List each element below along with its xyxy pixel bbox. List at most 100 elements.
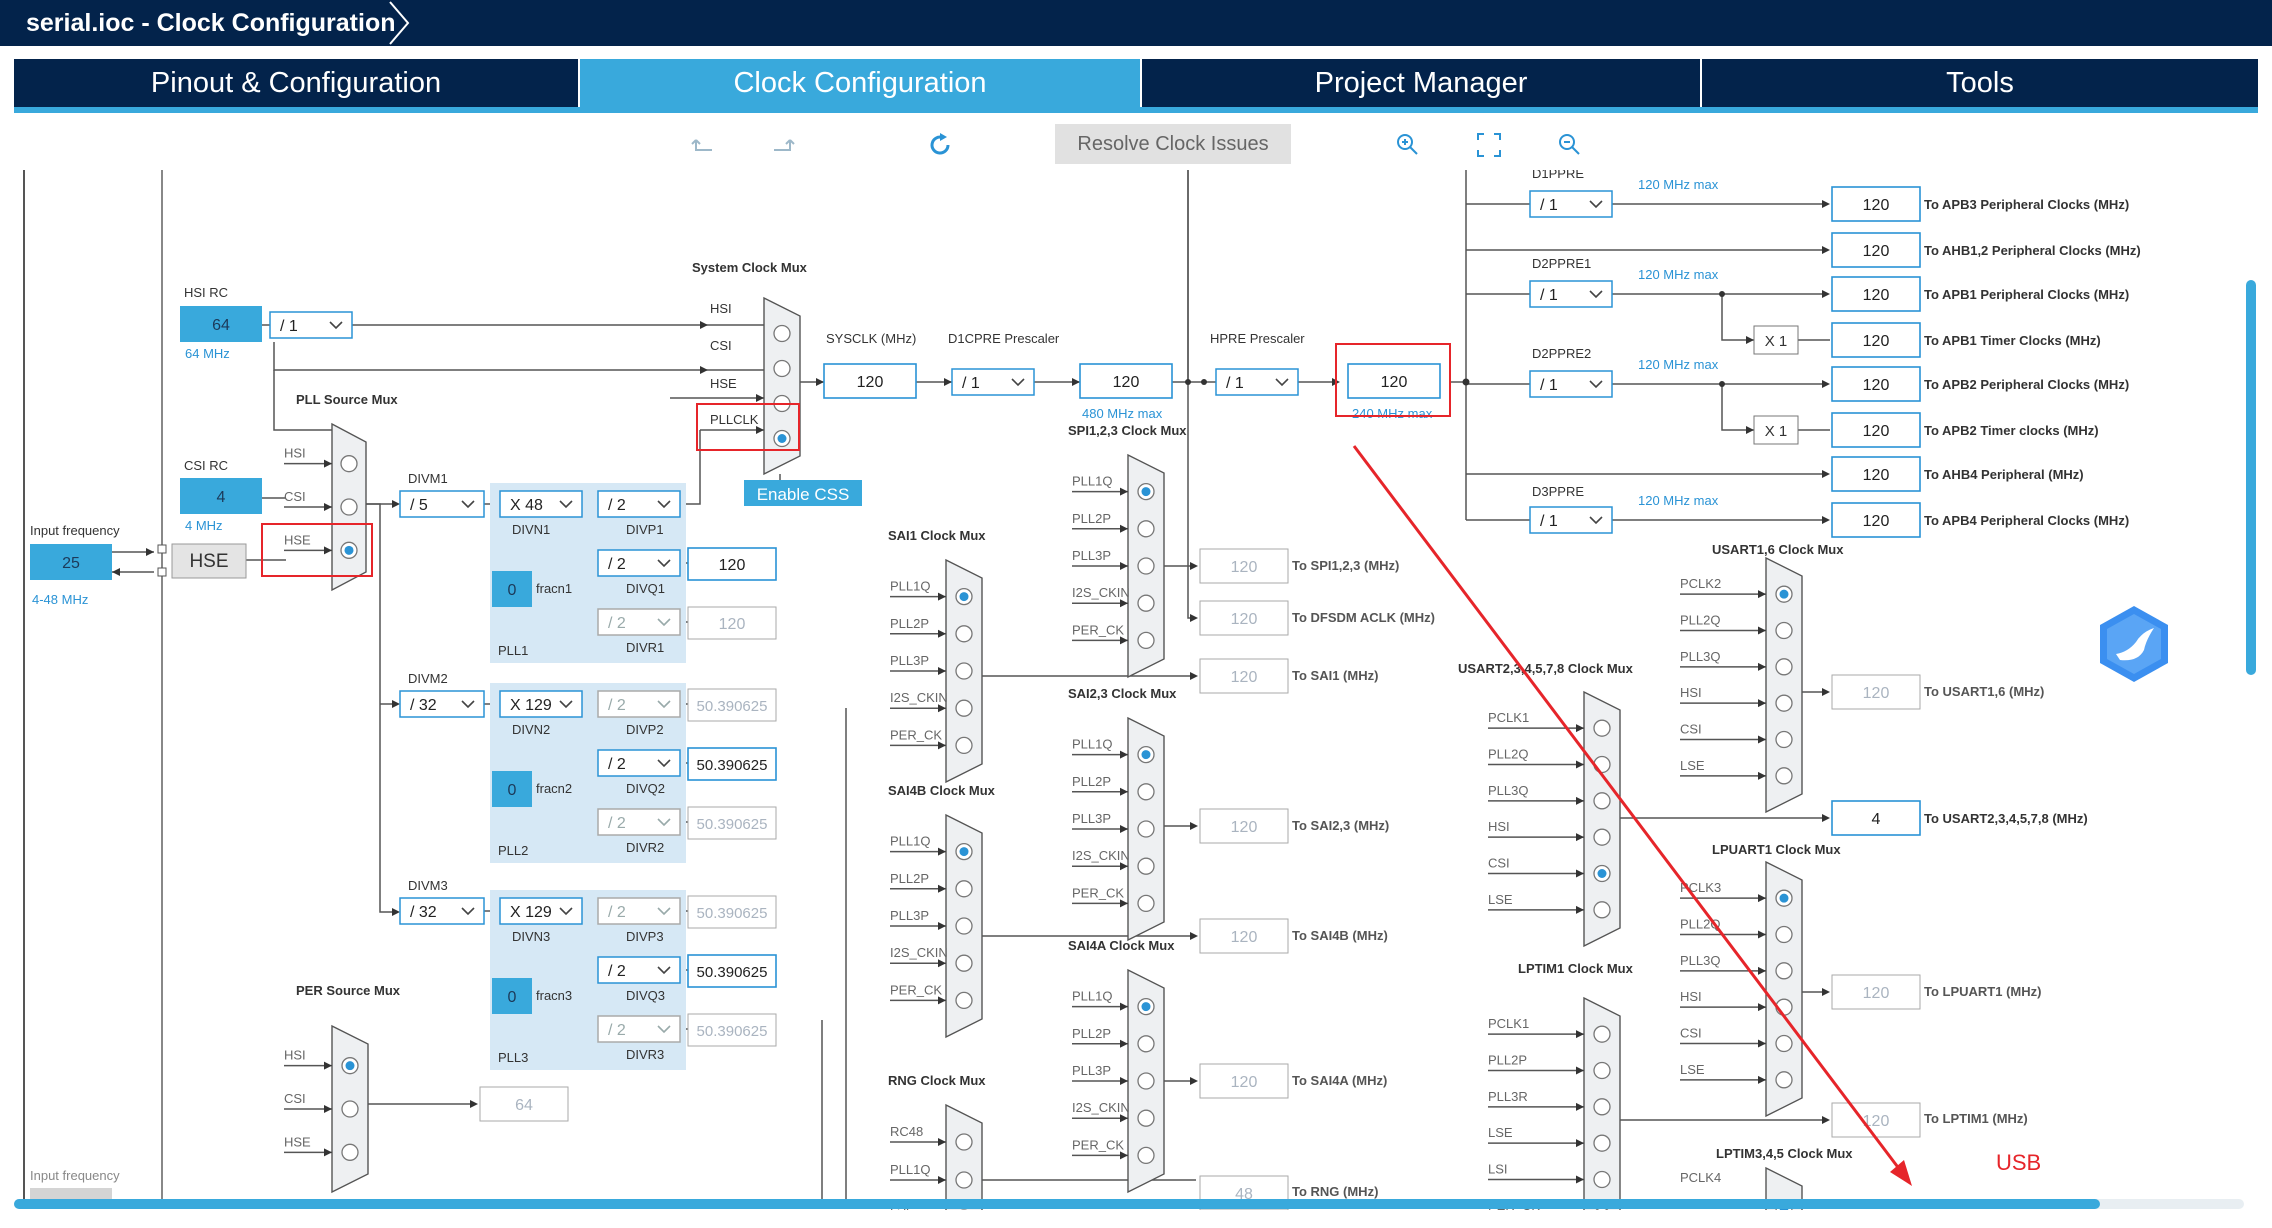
mux-radio[interactable] [1775, 1071, 1793, 1089]
csi-value-box[interactable] [180, 478, 262, 514]
undo-icon[interactable] [688, 130, 718, 160]
hsi-value-box[interactable] [180, 306, 262, 342]
mux-radio[interactable] [1137, 1072, 1155, 1090]
tab-pinout[interactable]: Pinout & Configuration [14, 59, 578, 107]
per-clock-output[interactable] [479, 1086, 569, 1122]
fit-screen-icon[interactable] [1474, 130, 1504, 160]
resolve-clock-issues-button[interactable]: Resolve Clock Issues [1055, 124, 1291, 164]
mux-radio[interactable] [1137, 1035, 1155, 1053]
mux-radio[interactable] [1593, 1098, 1611, 1116]
enable-css-button[interactable] [744, 480, 862, 506]
mux-radio[interactable] [1775, 767, 1793, 785]
divq1-output[interactable] [687, 547, 777, 581]
peripheral-clock-output[interactable] [1831, 412, 1921, 448]
mux-radio[interactable] [340, 455, 358, 473]
mux-radio[interactable] [773, 324, 791, 343]
mux-radio[interactable] [773, 359, 791, 378]
mux-radio[interactable] [1137, 1109, 1155, 1127]
sai23-output[interactable] [1199, 808, 1289, 844]
mux-radio[interactable] [955, 625, 973, 643]
mux-radio[interactable] [1593, 1134, 1611, 1152]
vertical-scrollbar[interactable] [2246, 280, 2256, 675]
mux-radio[interactable] [955, 736, 973, 755]
divr-output[interactable] [687, 806, 777, 840]
divp-output[interactable] [687, 895, 777, 929]
sai1-output[interactable] [1199, 658, 1289, 694]
mux-radio[interactable] [1593, 1170, 1611, 1189]
horizontal-scrollbar[interactable] [14, 1199, 2100, 1209]
usart2-output[interactable] [1831, 800, 1921, 836]
mux-radio[interactable] [1137, 783, 1155, 801]
hclk-value[interactable] [1347, 363, 1441, 399]
mux-radio[interactable] [955, 662, 973, 680]
fracn-box[interactable] [492, 978, 532, 1014]
divp-output[interactable] [687, 688, 777, 722]
peripheral-clock-output[interactable] [1831, 186, 1921, 222]
peripheral-clock-output[interactable] [1831, 502, 1921, 538]
divr1-output[interactable] [687, 606, 777, 640]
dfsdm-output[interactable] [1199, 600, 1289, 636]
peripheral-clock-output[interactable] [1831, 366, 1921, 402]
mux-radio[interactable] [1593, 792, 1611, 810]
peripheral-clock-output[interactable] [1831, 276, 1921, 312]
mux-radio[interactable] [955, 954, 973, 972]
cpu-clock-value[interactable] [1079, 363, 1173, 399]
mux-radio[interactable] [955, 699, 973, 717]
peripheral-clock-output[interactable] [1831, 322, 1921, 358]
mux-radio[interactable] [1137, 520, 1155, 538]
mux-radio[interactable] [1593, 1025, 1611, 1043]
mux-radio[interactable] [1593, 755, 1611, 774]
mux-radio[interactable] [1775, 658, 1793, 676]
peripheral-clock-output[interactable] [1831, 456, 1921, 492]
input-frequency-box[interactable] [30, 544, 112, 580]
mux-radio[interactable] [1137, 894, 1155, 913]
tab-project-manager[interactable]: Project Manager [1142, 59, 1700, 107]
mux-radio[interactable] [955, 1171, 973, 1189]
mux-radio[interactable] [1593, 901, 1611, 919]
mux-radio[interactable] [955, 880, 973, 898]
mux-radio[interactable] [1137, 631, 1155, 650]
mux-radio[interactable] [1137, 1146, 1155, 1165]
mux-radio[interactable] [1593, 1061, 1611, 1080]
mux-radio[interactable] [341, 1100, 359, 1118]
divq-output[interactable] [687, 954, 777, 988]
fracn-box[interactable] [492, 571, 532, 607]
usart16-output[interactable] [1831, 674, 1921, 710]
sai4b-output[interactable] [1199, 918, 1289, 954]
zoom-out-icon[interactable] [1555, 130, 1585, 160]
hse-block[interactable] [171, 543, 247, 579]
mux-radio[interactable] [1137, 857, 1155, 875]
fracn-box[interactable] [492, 771, 532, 807]
lpuart1-output[interactable] [1831, 974, 1921, 1010]
mux-radio[interactable] [1775, 694, 1793, 712]
mux-radio[interactable] [1593, 719, 1611, 737]
mux-radio[interactable] [1775, 925, 1793, 944]
divp-select[interactable] [597, 897, 681, 925]
enable-css-label[interactable]: Enable CSS [757, 485, 850, 504]
mux-radio[interactable] [1137, 594, 1155, 612]
divr-output[interactable] [687, 1013, 777, 1047]
mux-radio[interactable] [1137, 820, 1155, 838]
sysclk-value[interactable] [823, 363, 917, 399]
mux-radio[interactable] [955, 917, 973, 935]
mux-radio[interactable] [1775, 621, 1793, 640]
divq-output[interactable] [687, 747, 777, 781]
peripheral-clock-output[interactable] [1831, 232, 1921, 268]
refresh-icon[interactable] [925, 130, 955, 160]
mux-radio[interactable] [955, 1133, 973, 1151]
mux-radio[interactable] [341, 1143, 359, 1161]
mux-radio[interactable] [1775, 962, 1793, 980]
bird-logo-icon[interactable] [2094, 604, 2174, 684]
mux-radio[interactable] [1137, 557, 1155, 575]
prescaler-select[interactable] [1529, 280, 1613, 308]
zoom-in-icon[interactable] [1393, 130, 1423, 160]
redo-icon[interactable] [768, 130, 798, 160]
tab-tools[interactable]: Tools [1702, 59, 2258, 107]
mux-radio[interactable] [1593, 828, 1611, 846]
mux-radio[interactable] [340, 498, 358, 516]
spi123-output[interactable] [1199, 548, 1289, 584]
mux-radio[interactable] [1775, 1034, 1793, 1053]
mux-radio[interactable] [955, 991, 973, 1010]
tab-clock-configuration[interactable]: Clock Configuration [580, 59, 1140, 107]
